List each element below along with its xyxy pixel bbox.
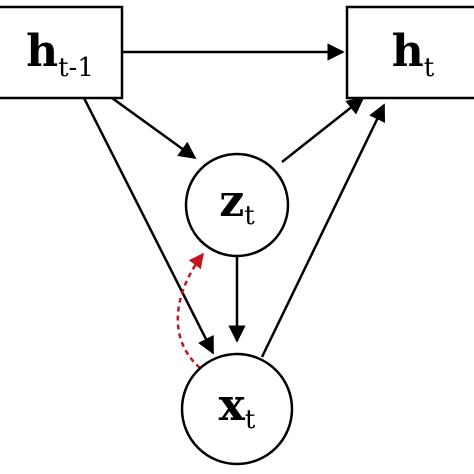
node-h-t-label: ht xyxy=(392,26,435,83)
node-x-t-label: xt xyxy=(219,380,256,435)
node-z-t-label: zt xyxy=(219,176,255,231)
edge-hprev-to-xt xyxy=(82,97,215,355)
node-x-t: xt xyxy=(180,352,294,466)
edge-xt-to-ht xyxy=(260,103,386,358)
node-h-t: ht xyxy=(345,5,474,100)
edge-hprev-to-zt xyxy=(111,96,197,160)
edge-xt-to-zt-inference xyxy=(176,252,204,369)
node-h-prev: ht-1 xyxy=(0,5,124,100)
edge-zt-to-ht xyxy=(281,96,365,163)
node-z-t: zt xyxy=(184,152,290,258)
node-h-prev-label: ht-1 xyxy=(26,26,94,83)
